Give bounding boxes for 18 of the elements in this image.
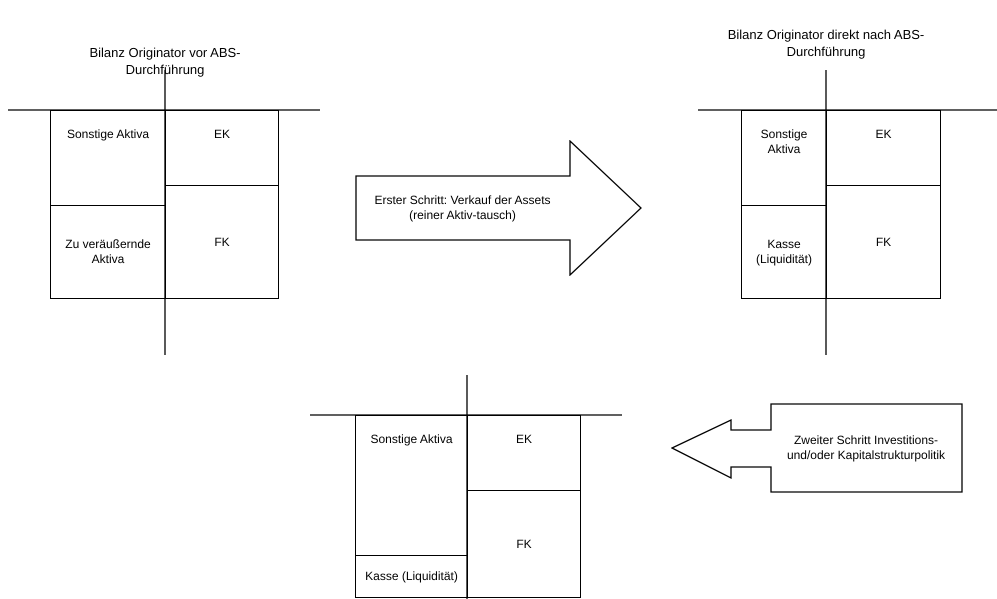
account-box: Sonstige Aktiva [50,110,166,206]
account-box: Kasse (Liquidität) [741,205,827,299]
account-box: Sonstige Aktiva [741,110,827,206]
account-box: EK [826,110,941,186]
arrow-text: Zweiter Schritt Investitions- und/oder Kapitalstrukturpolitik [786,433,946,463]
account-box: Sonstige Aktiva [355,415,468,556]
account-box: FK [467,490,581,598]
block-arrow [671,403,963,493]
block-arrow [355,140,642,276]
account-box: EK [467,415,581,491]
balance-sheet-title: Bilanz Originator direkt nach ABS-Durchführung [726,26,926,60]
account-box: FK [165,185,279,299]
arrow-text: Erster Schritt: Verkauf der Assets (reiner Aktiv-tausch) [373,193,552,223]
account-box: Kasse (Liquidität) [355,555,468,598]
account-box: EK [165,110,279,186]
account-box: Zu veräußernde Aktiva [50,205,166,299]
account-box: FK [826,185,941,299]
balance-sheet-title: Bilanz Originator vor ABS-Durchführung [88,44,242,78]
